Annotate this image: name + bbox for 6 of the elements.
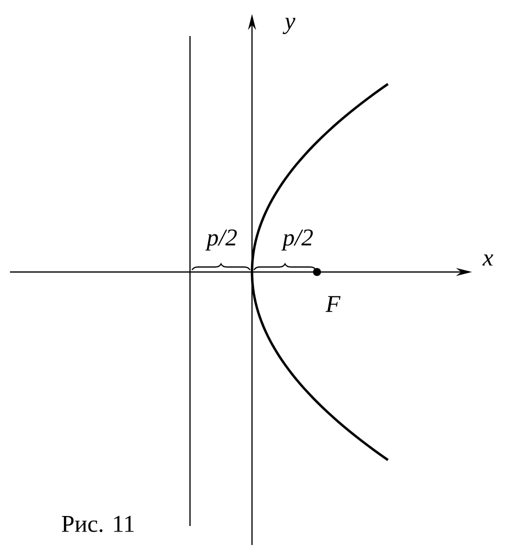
brace-label: p/2 [205, 230, 237, 250]
brace-label: p/2 [281, 230, 313, 250]
point-label: F [326, 296, 341, 312]
figure-caption: Рис. 11 [62, 516, 134, 532]
axis-label: x [482, 254, 494, 266]
axis-label: y [282, 18, 296, 34]
